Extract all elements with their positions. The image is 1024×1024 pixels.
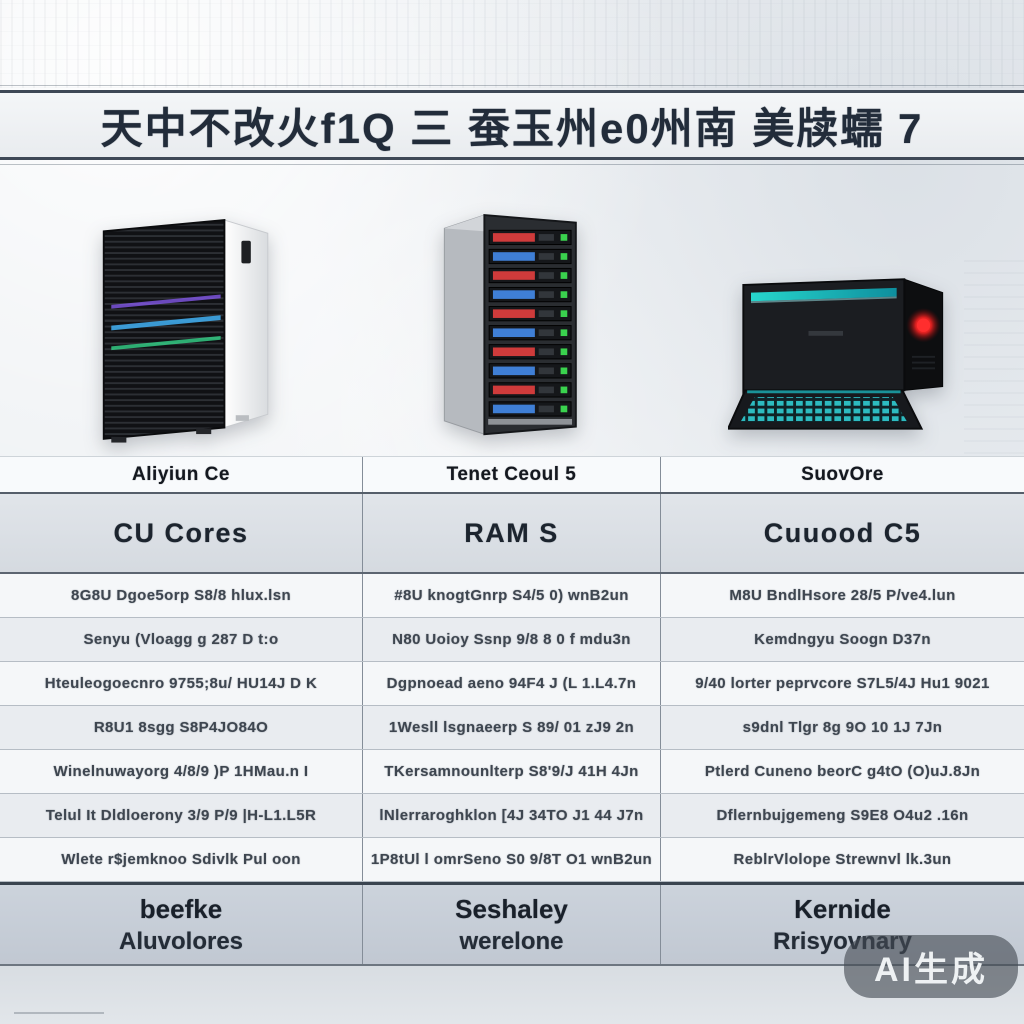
spec-cell: lNlerraroghklon [4J 34TO J1 44 J7n [363,794,661,837]
spec-cell: Dflernbujgemeng S9E8 O4u2 .16n [716,807,969,824]
server-photo-2 [363,160,661,456]
spec-table-row: Telul It Dldloerony 3/9 P/9 |H-L1.L5R lN… [0,794,1024,838]
summary-line2: werelone [459,927,564,955]
gray-rack-server-illustration [443,213,577,436]
summary-cell-2: Seshaley werelone [363,885,661,964]
spec-cell: TKersamnounlterp S8'9/J 41H 4Jn [363,750,661,793]
server-names-row: Aliyiun Ce Tenet Ceoul 5 SuovOre [0,456,1024,492]
spec-table-row: Winelnuwayorg 4/8/9 )P 1HMau.n I TKersam… [0,750,1024,794]
spec-cell: Wlete r$jemknoo Sdivlk Pul oon [0,838,363,881]
spec-table-row: Hteuleogoecnro 9755;8u/ HU14J D K Dgpnoe… [0,662,1024,706]
server3-keyboard-lights [739,397,907,422]
spec-cell: Hteuleogoecnro 9755;8u/ HU14J D K [0,662,363,705]
server3-tray-glow-line [746,390,900,394]
spec-cell: ReblrVlolope Strewnvl lk.3un [733,851,952,868]
server2-side-panel [443,214,485,435]
title-band: 天中不改火f1Q 三 蚕玉州e0州南 美牍蠕 7 [0,85,1024,165]
white-tower-server-illustration [102,219,268,443]
server3-front-panel [741,278,905,396]
server1-power-button [240,240,251,264]
spec-cell: #8U knogtGnrp S4/5 0) wnB2un [363,574,661,617]
server-photo-1 [0,160,363,456]
server2-base-trim [488,418,573,425]
server1-purple-light [110,294,221,309]
black-compact-server-illustration [727,278,943,430]
spec-table-row: 8G8U Dgoe5orp S8/8 hlux.lsn #8U knogtGnr… [0,574,1024,618]
server-images-row [0,160,1024,456]
column-header-3: Cuuood C5 [763,517,922,548]
server3-side-vent [911,367,935,370]
server1-foot [195,428,211,435]
server-photo-3 [661,160,1024,456]
spec-cell: M8U BndlHsore 28/5 P/ve4.lun [729,587,956,604]
spec-cell: N80 Uoioy Ssnp 9/8 8 0 f mdu3n [363,618,661,661]
server1-mesh-front [102,219,225,440]
column-header-1: CU Cores [0,494,363,572]
server3-side-vent [911,355,935,358]
ai-watermark-badge: AI生成 [844,935,1018,998]
spec-cell: Winelnuwayorg 4/8/9 )P 1HMau.n I [0,750,363,793]
server3-teal-glow [750,296,897,304]
server1-green-light [110,336,221,351]
server1-foot [110,436,126,443]
spec-cell: R8U1 8sgg S8P4JO84O [0,706,363,749]
spec-table-row: R8U1 8sgg S8P4JO84O 1Wesll lsgnaeerp S 8… [0,706,1024,750]
spec-cell: Dgpnoead aeno 94F4 J (L 1.L4.7n [363,662,661,705]
server3-front-label-mark [808,330,843,336]
spec-cell: 1P8tUl l omrSeno S0 9/8T O1 wnB2un [363,838,661,881]
spec-table-row: Senyu (Vloagg g 287 D t:o N80 Uoioy Ssnp… [0,618,1024,662]
column-header-2: RAM S [363,494,661,572]
spec-cell: 8G8U Dgoe5orp S8/8 hlux.lsn [0,574,363,617]
summary-line1: Seshaley [455,893,568,924]
spec-cell: s9dnl Tlgr 8g 9O 10 1J 7Jn [742,719,943,736]
server3-side-vent [911,361,935,364]
server-name-1: Aliyiun Ce [0,457,363,492]
spec-cell: Ptlerd Cuneno beorC g4tO (O)uJ.8Jn [704,763,981,780]
table-header-row: CU Cores RAM S Cuuood C5 [0,492,1024,574]
server3-teal-vent-strip [750,287,897,302]
spec-cell: 1Wesll lsgnaeerp S 89/ 01 zJ9 2n [363,706,661,749]
spec-cell: Kemdngyu Soogn D37n [754,631,931,648]
server-name-2: Tenet Ceoul 5 [363,457,661,492]
server-name-3: SuovOre [801,463,884,485]
summary-line1: Kernide [794,893,891,924]
background-texture [0,0,1024,88]
summary-line2: Aluvolores [118,927,244,955]
spec-cell: Telul It Dldloerony 3/9 P/9 |H-L1.L5R [0,794,363,837]
page-title: 天中不改火f1Q 三 蚕玉州e0州南 美牍蠕 7 [100,104,924,152]
server1-blue-light [110,315,221,331]
spec-cell: 9/40 lorter peprvcore S7L5/4J Hu1 9021 [695,675,990,692]
summary-line1: beefke [139,893,223,924]
spec-table-row: Wlete r$jemknoo Sdivlk Pul oon 1P8tUl l … [0,838,1024,882]
server3-red-logo-icon [916,318,930,332]
summary-cell-1: beefke Aluvolores [0,885,363,964]
server1-foot [235,415,249,421]
spec-table: 8G8U Dgoe5orp S8/8 hlux.lsn #8U knogtGnr… [0,574,1024,882]
spec-cell: Senyu (Vloagg g 287 D t:o [0,618,363,661]
